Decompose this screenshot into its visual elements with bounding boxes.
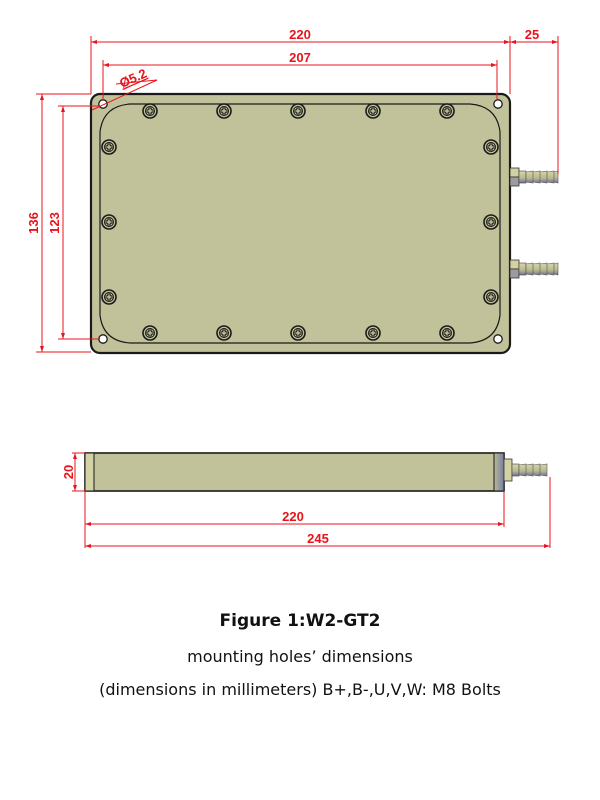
dim-hole-diameter: Ø5.2 (117, 66, 149, 91)
side-hose-barb-icon (503, 458, 548, 482)
figure-note: (dimensions in millimeters) B+,B-,U,V,W:… (99, 680, 501, 699)
hose-barb-icon (509, 167, 559, 187)
lid-outline (99, 103, 501, 344)
dim-total-length: 245 (307, 531, 329, 546)
dim-connector-length: 25 (525, 27, 539, 42)
top-view-dimensions (36, 36, 559, 353)
side-view-dimensions (72, 452, 551, 548)
hose-barb-icon (509, 259, 559, 279)
figure-title: Figure 1:W2-GT2 (219, 611, 381, 631)
dim-hole-spacing-height: 123 (47, 212, 62, 234)
side-view (84, 452, 548, 492)
dim-overall-height: 136 (26, 212, 41, 234)
figure-subtitle: mounting holes’ dimensions (187, 647, 413, 666)
cold-plate-body (89, 92, 512, 355)
dim-overall-width: 220 (289, 27, 311, 42)
side-body (84, 452, 505, 492)
dim-hole-spacing-width: 207 (289, 50, 311, 65)
top-view (89, 92, 559, 355)
dim-thickness: 20 (61, 465, 76, 479)
technical-drawing: 220 25 207 Ø5.2 136 123 20 220 245 (26, 27, 559, 548)
dim-body-length: 220 (282, 509, 304, 524)
